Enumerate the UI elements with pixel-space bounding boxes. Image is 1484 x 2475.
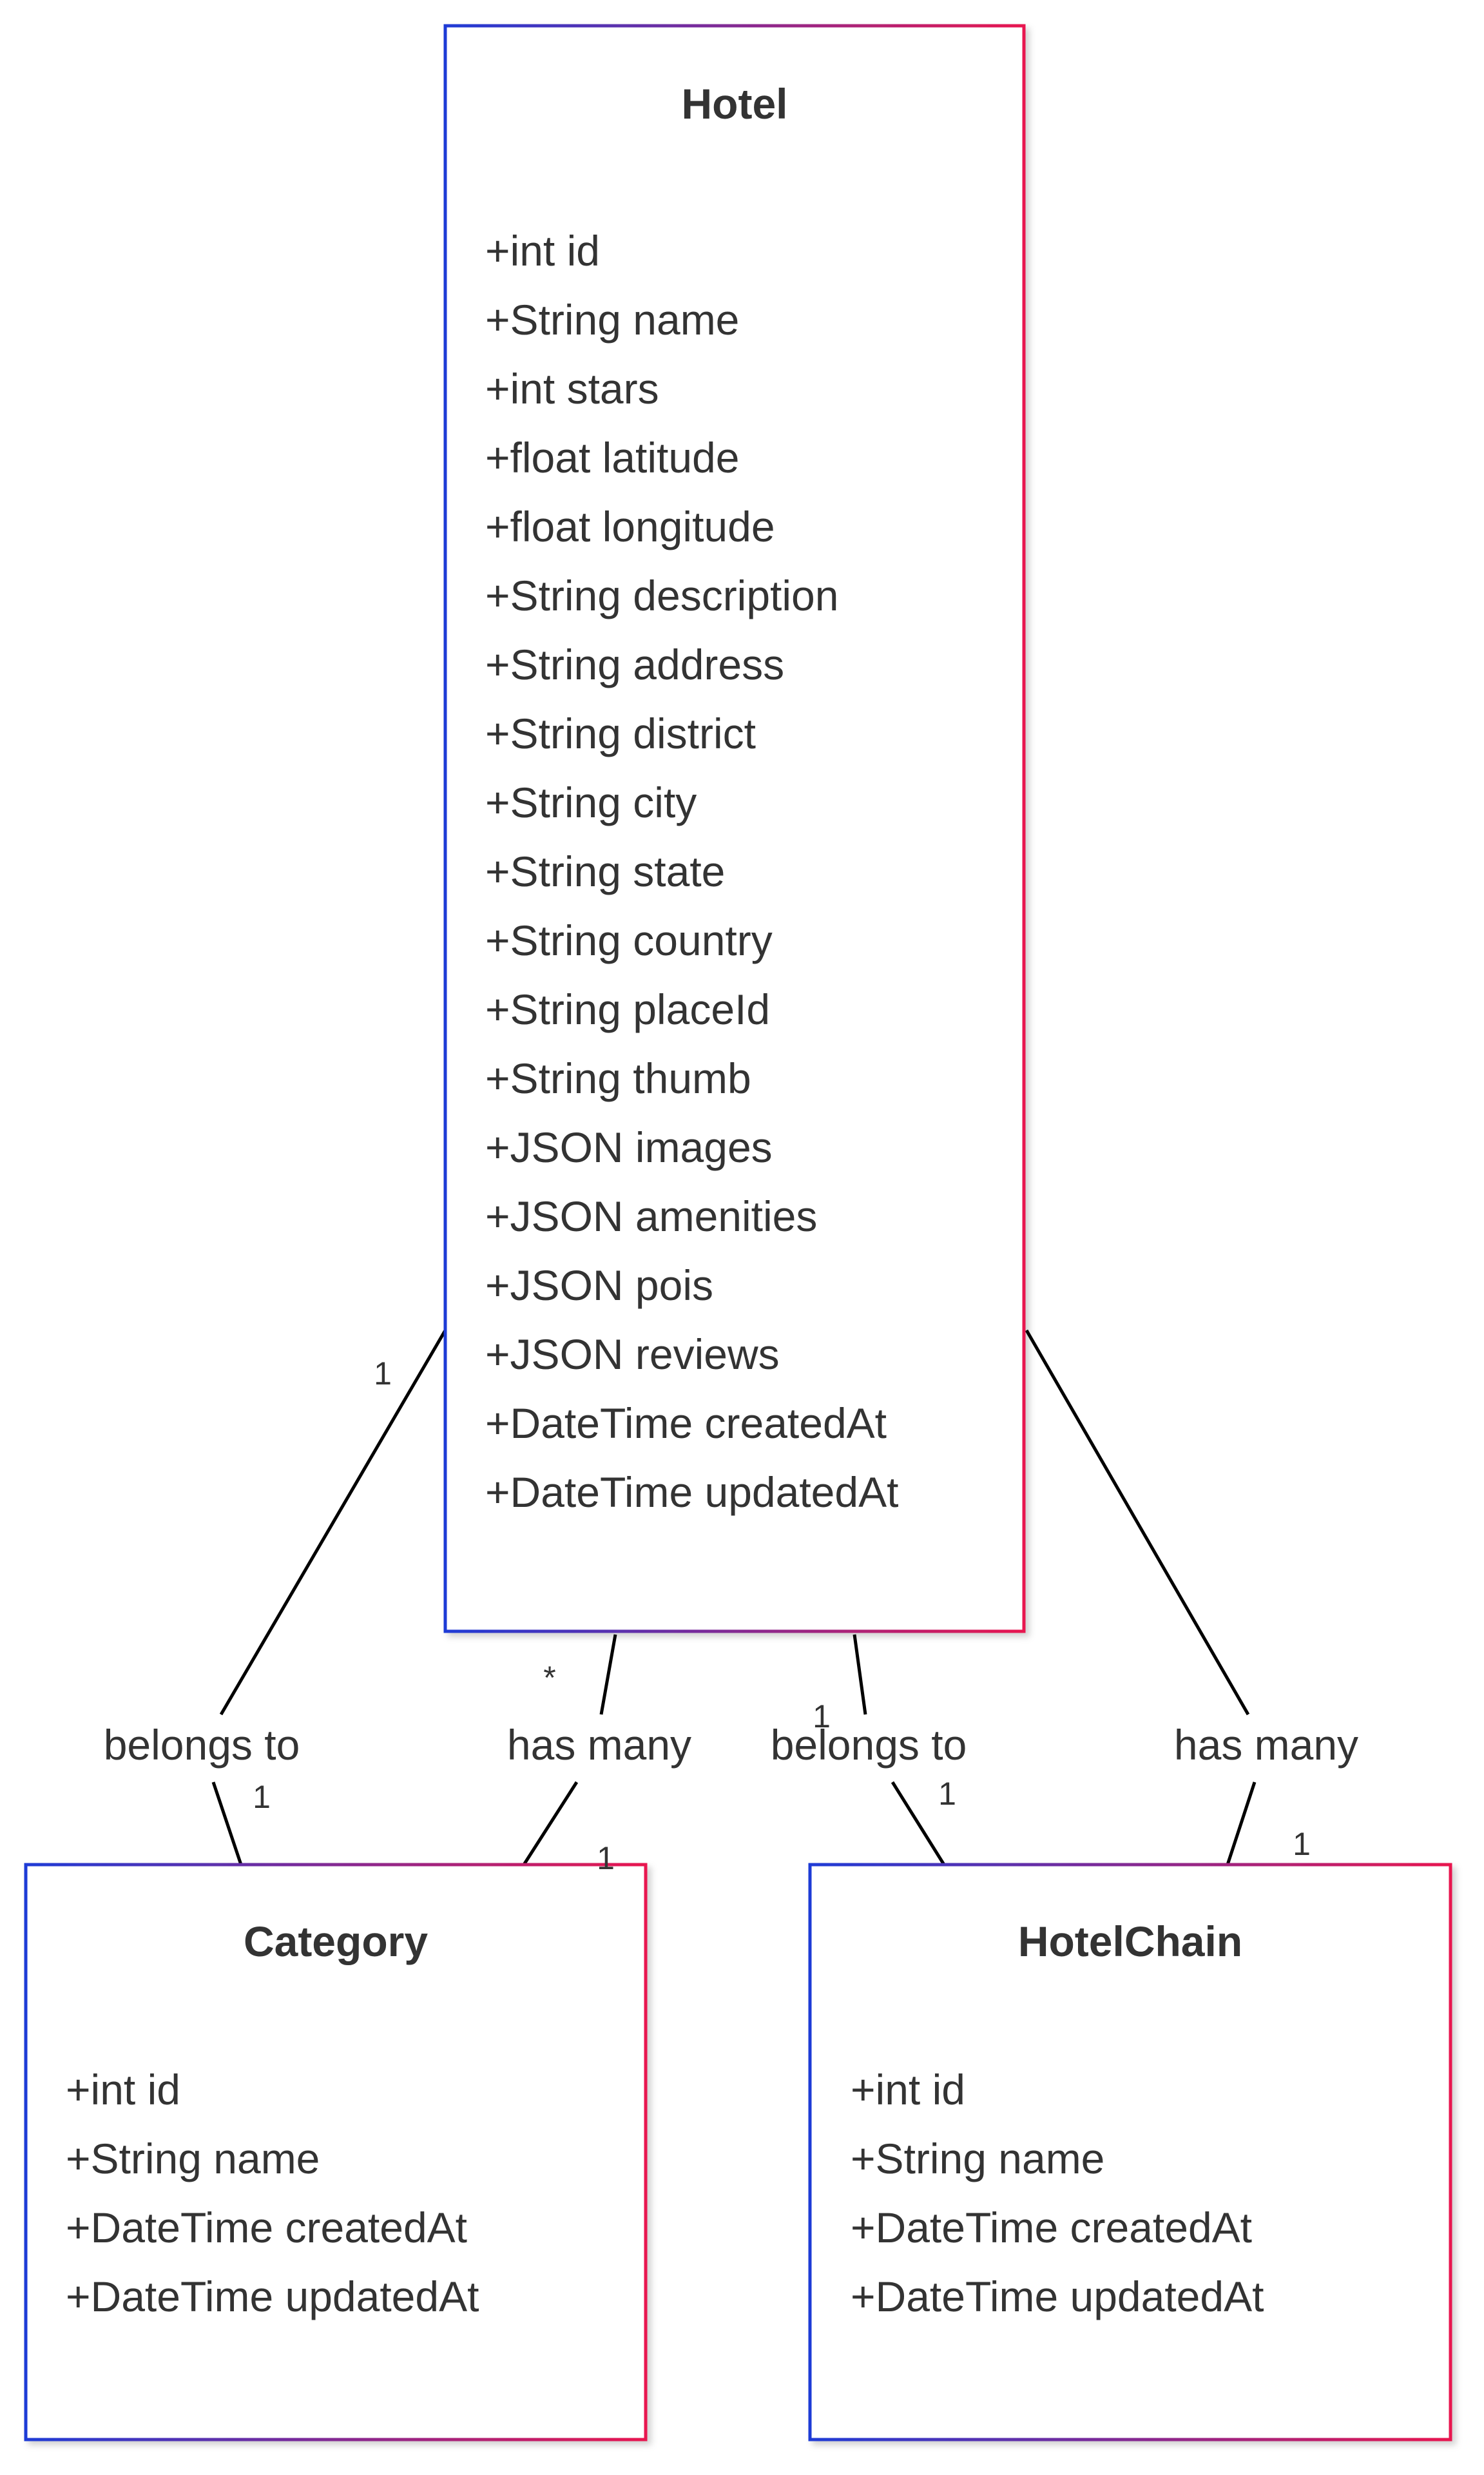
class-hotelchain-attribute: +DateTime updatedAt [851, 2273, 1264, 2320]
class-hotel-attribute: +int stars [485, 365, 659, 412]
class-hotel-attribute: +String placeId [485, 985, 770, 1033]
class-hotel-attribute: +String district [485, 710, 756, 757]
class-category-name: Category [244, 1917, 428, 1965]
class-hotel-attribute: +String country [485, 917, 773, 964]
class-hotel-attribute: +JSON reviews [485, 1330, 780, 1378]
cardinality-labels: 1 1 * 1 1 1 1 [253, 1355, 1311, 1876]
relation-labels: belongs to has many belongs to has many [104, 1721, 1358, 1769]
cardinality-category-belongs-to: 1 [253, 1779, 271, 1815]
edge-hotel-chain-belongs-to-lower [891, 1781, 946, 1866]
relation-label-belongs-to-category: belongs to [104, 1721, 300, 1769]
edge-hotel-category-belongs-to-lower [211, 1781, 243, 1865]
cardinality-chain-belongs-to: 1 [938, 1776, 956, 1812]
relation-label-has-many-chain: has many [1174, 1721, 1358, 1769]
class-hotelchain-attribute: +String name [851, 2135, 1104, 2182]
class-hotel-attribute: +String name [485, 296, 739, 344]
class-category-attribute: +String name [66, 2135, 320, 2182]
class-category[interactable]: Category +int id +String name +DateTime cr… [24, 1863, 648, 2441]
class-hotel-attribute: +JSON images [485, 1123, 773, 1171]
class-hotel-attribute: +int id [485, 227, 600, 275]
class-hotel-attribute: +String description [485, 572, 838, 619]
cardinality-hotel-belongs-to-chain: 1 [813, 1698, 831, 1734]
class-hotelchain-attributes: +int id +String name +DateTime createdAt +D… [851, 2066, 1264, 2320]
class-hotel-attribute: +String state [485, 848, 725, 895]
edge-hotel-category-belongs-to [219, 1329, 447, 1716]
cardinality-hotel-belongs-to-category: 1 [374, 1355, 392, 1392]
class-hotelchain-attribute: +int id [851, 2066, 965, 2113]
class-hotel-attribute: +String address [485, 641, 784, 688]
relation-label-has-many-category: has many [507, 1721, 691, 1769]
class-category-attributes: +int id +String name +DateTime createdAt +D… [66, 2066, 479, 2320]
class-hotel-attribute: +String city [485, 779, 697, 826]
class-hotel-attribute: +DateTime updatedAt [485, 1468, 898, 1516]
edge-hotel-category-has-many-lower [522, 1781, 579, 1866]
class-hotelchain-box [808, 1863, 1452, 2441]
class-hotel-attribute: +JSON pois [485, 1261, 713, 1309]
class-category-attribute: +int id [66, 2066, 180, 2113]
class-hotel-attributes: +int id +String name +int stars +float lati… [485, 227, 898, 1516]
edge-hotel-category-has-many [599, 1634, 617, 1715]
class-hotel-attribute: +float latitude [485, 434, 739, 481]
edge-hotel-chain-has-many-lower [1226, 1781, 1257, 1865]
relation-label-belongs-to-chain: belongs to [771, 1721, 967, 1769]
cardinality-hotel-has-many-category: * [543, 1660, 555, 1696]
class-category-box [24, 1863, 648, 2441]
class-hotel[interactable]: Hotel +int id +String name +int stars +floa… [443, 24, 1026, 1633]
edge-hotel-chain-belongs-to [853, 1634, 867, 1715]
cardinality-chain-has-many: 1 [1293, 1826, 1311, 1862]
class-hotelchain-name: HotelChain [1018, 1917, 1242, 1965]
class-hotel-attribute: +DateTime createdAt [485, 1399, 887, 1447]
relation-edges [211, 1329, 1257, 1866]
cardinality-category-has-many: 1 [597, 1840, 615, 1876]
class-hotelchain-attribute: +DateTime createdAt [851, 2204, 1252, 2251]
class-hotelchain[interactable]: HotelChain +int id +String name +DateTime … [808, 1863, 1452, 2441]
class-hotel-attribute: +String thumb [485, 1054, 751, 1102]
class-hotel-name: Hotel [682, 80, 788, 128]
class-hotel-attribute: +JSON amenities [485, 1192, 817, 1240]
class-category-attribute: +DateTime createdAt [66, 2204, 467, 2251]
class-hotel-attribute: +float longitude [485, 503, 775, 550]
edge-hotel-chain-has-many [1025, 1329, 1250, 1716]
class-category-attribute: +DateTime updatedAt [66, 2273, 479, 2320]
class-hotel-box [443, 24, 1026, 1633]
